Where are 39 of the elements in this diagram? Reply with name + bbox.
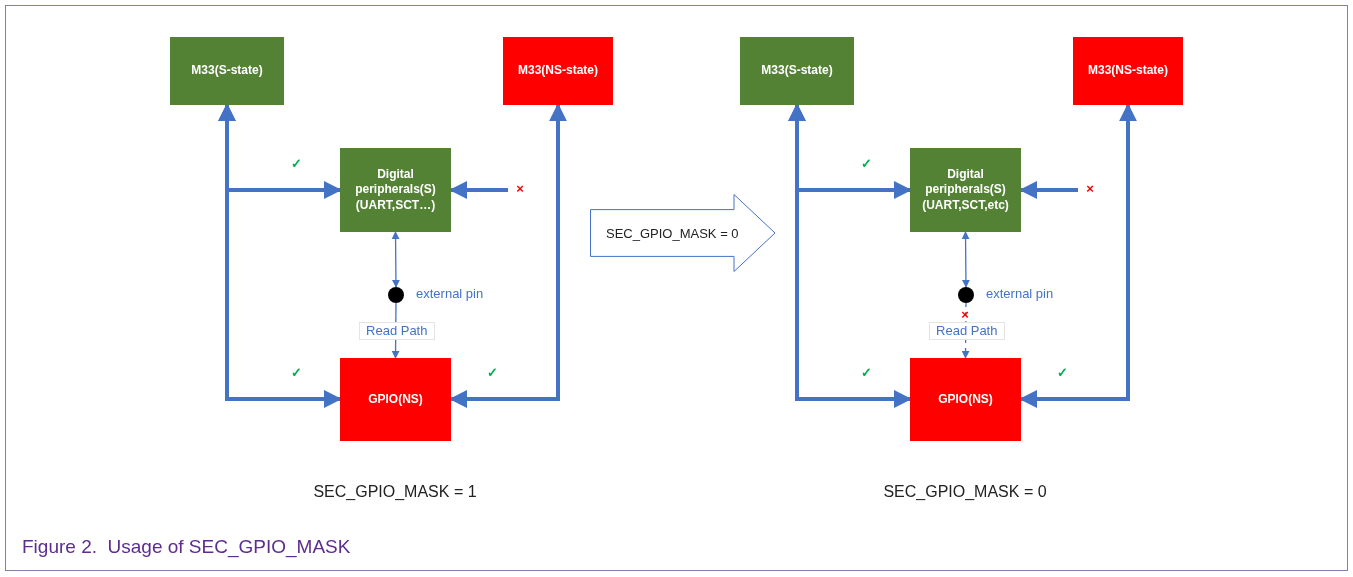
process-box	[340, 358, 451, 441]
box-label: M33(NS-state)	[517, 63, 599, 79]
box-label: Digital peripherals(S) (UART,SCT…)	[354, 166, 437, 214]
process-box	[740, 37, 854, 105]
box-label: GPIO(NS)	[367, 391, 424, 408]
box-label: GPIO(NS)	[937, 391, 994, 408]
arrow	[391, 231, 400, 288]
check-mark: ✓	[1056, 364, 1068, 380]
pin-label: external pin	[416, 286, 484, 301]
pin-label: external pin	[986, 286, 1054, 301]
box-label: M33(S-state)	[190, 63, 264, 79]
block-arrow	[590, 194, 776, 272]
process-box	[340, 148, 451, 232]
figure-caption: Figure 2. Usage of SEC_GPIO_MASK	[22, 536, 351, 558]
check-mark: ✓	[290, 155, 302, 171]
process-box	[1073, 37, 1183, 105]
process-box	[910, 358, 1021, 441]
cross-mark: ×	[1086, 180, 1094, 196]
box-label: Digital peripherals(S) (UART,SCT,etc)	[921, 166, 1010, 214]
edge-label: Read Path	[928, 321, 1005, 340]
state-label: SEC_GPIO_MASK = 1	[313, 483, 477, 501]
process-box	[170, 37, 284, 105]
check-mark: ✓	[860, 364, 872, 380]
cross-mark: ×	[961, 306, 969, 322]
cross-mark: ×	[516, 180, 524, 196]
pin-dot	[958, 287, 974, 303]
box-label: M33(S-state)	[760, 63, 834, 79]
box-label: M33(NS-state)	[1087, 63, 1169, 79]
check-mark: ✓	[290, 364, 302, 380]
process-box	[503, 37, 613, 105]
pin-dot	[388, 287, 404, 303]
check-mark: ✓	[486, 364, 498, 380]
edge-label: Read Path	[358, 321, 435, 340]
arrow	[961, 231, 970, 288]
arrow-label: SEC_GPIO_MASK = 0	[606, 225, 739, 241]
arrow	[961, 302, 970, 359]
process-box	[910, 148, 1021, 232]
check-mark: ✓	[860, 155, 872, 171]
state-label: SEC_GPIO_MASK = 0	[883, 483, 1047, 501]
